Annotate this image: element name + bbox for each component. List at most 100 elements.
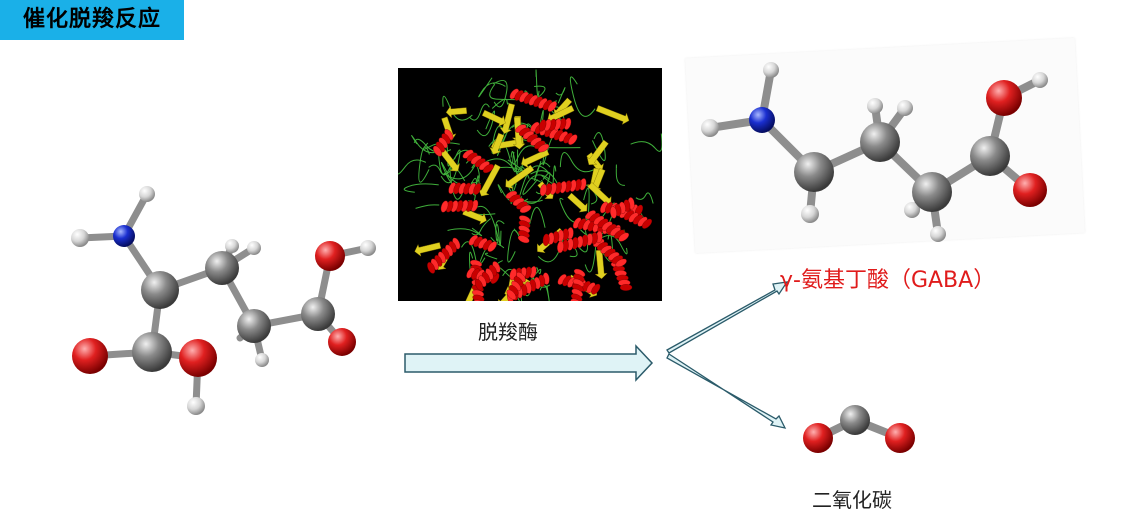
alpha-helix-turn	[537, 143, 550, 153]
beta-strand	[567, 192, 588, 213]
alpha-helix-turn	[591, 283, 601, 295]
hydrogen-atom	[801, 205, 819, 223]
alpha-helix-turn	[440, 200, 449, 213]
carbon-atom	[205, 251, 239, 285]
alpha-helix-turn	[519, 205, 532, 214]
gaba-label: γ-氨基丁酸（GABA）	[780, 268, 996, 293]
hydrogen-atom	[930, 226, 946, 242]
protein-ribbon	[397, 69, 663, 317]
enzyme-structure-image	[397, 68, 663, 317]
alpha-helix-turn	[618, 232, 630, 242]
coil-segment	[415, 204, 440, 209]
alpha-helix-turn	[474, 279, 483, 291]
hydrogen-atom	[71, 229, 89, 247]
oxygen-atom	[72, 338, 108, 374]
coil-segment	[428, 164, 455, 176]
oxygen-atom	[1013, 173, 1047, 207]
hydrogen-atom	[255, 353, 269, 367]
alpha-helix-turn	[619, 284, 633, 291]
arrow-to-gaba	[666, 281, 789, 354]
coil-segment	[403, 183, 439, 193]
oxygen-atom	[803, 423, 833, 453]
coil-segment	[530, 170, 559, 187]
coil-segment	[535, 69, 540, 97]
carbon-atom	[132, 332, 172, 372]
hydrogen-atom	[1032, 72, 1048, 88]
coil-segment	[485, 158, 524, 173]
hydrogen-atom	[139, 186, 155, 202]
arrow-to-co2	[666, 353, 787, 429]
beta-strand	[489, 132, 505, 155]
hydrogen-atom	[897, 100, 913, 116]
hydrogen-atom	[360, 240, 376, 256]
alpha-helix-turn	[517, 235, 530, 244]
nitrogen-atom	[749, 107, 775, 133]
reaction-label: 催化脱羧反应	[0, 0, 184, 40]
carbon-atom	[840, 405, 870, 435]
coil-segment	[599, 234, 628, 255]
oxygen-atom	[315, 241, 345, 271]
coil-segment	[522, 174, 550, 195]
beta-strand	[414, 242, 442, 257]
beta-strand	[478, 163, 501, 197]
coil-segment	[630, 133, 663, 152]
coil-segment	[494, 224, 502, 246]
hydrogen-atom	[187, 397, 205, 415]
carbon-atom	[237, 309, 271, 343]
carbon-atom	[141, 271, 179, 309]
carbon-atom	[912, 172, 952, 212]
carbon-atom	[794, 152, 834, 192]
coil-segment	[471, 218, 491, 236]
coil-segment	[533, 160, 551, 181]
enzyme-label: 脱羧酶	[478, 320, 538, 344]
hydrogen-atom	[763, 62, 779, 78]
alpha-helix-turn	[615, 258, 627, 268]
beta-strand	[595, 105, 630, 125]
alpha-helix-turn	[506, 289, 517, 300]
coil-segment	[615, 164, 625, 186]
beta-strand	[505, 164, 535, 190]
alpha-helix-turn	[547, 101, 557, 112]
carbon-atom	[301, 297, 335, 331]
coil-segment	[569, 76, 596, 117]
alpha-helix-turn	[483, 164, 494, 174]
beta-strand	[594, 249, 608, 280]
coil-segment	[491, 98, 509, 109]
beta-strand	[586, 139, 609, 165]
carbon-atom	[970, 136, 1010, 176]
hydrogen-atom	[701, 119, 719, 137]
coil-segment	[495, 220, 505, 242]
beta-strand	[445, 105, 468, 119]
coil-segment	[492, 79, 508, 108]
oxygen-atom	[328, 328, 356, 356]
oxygen-atom	[179, 339, 217, 377]
beta-strand	[521, 148, 550, 168]
nitrogen-atom	[113, 225, 135, 247]
alpha-helix-turn	[487, 241, 497, 252]
coil-segment	[635, 192, 654, 204]
carbon-atom	[860, 122, 900, 162]
alpha-helix-turn	[568, 134, 578, 145]
beta-strand	[481, 109, 506, 127]
coil-segment	[478, 77, 506, 98]
beta-strand	[499, 103, 516, 134]
alpha-helix-turn	[642, 218, 652, 229]
coil-segment	[495, 159, 524, 172]
alpha-helix-turn	[542, 233, 550, 246]
coil-segment	[484, 252, 498, 260]
hydrogen-atom	[247, 241, 261, 255]
coil-segment	[512, 145, 541, 165]
alpha-helix-turn	[538, 119, 547, 132]
hydrogen-atom	[904, 202, 920, 218]
alpha-helix-turn	[427, 262, 436, 274]
coil-segment	[418, 146, 430, 183]
oxygen-atom	[986, 80, 1022, 116]
hydrogen-atom	[225, 239, 239, 253]
coil-segment	[397, 159, 427, 175]
coil-segment	[555, 87, 566, 104]
